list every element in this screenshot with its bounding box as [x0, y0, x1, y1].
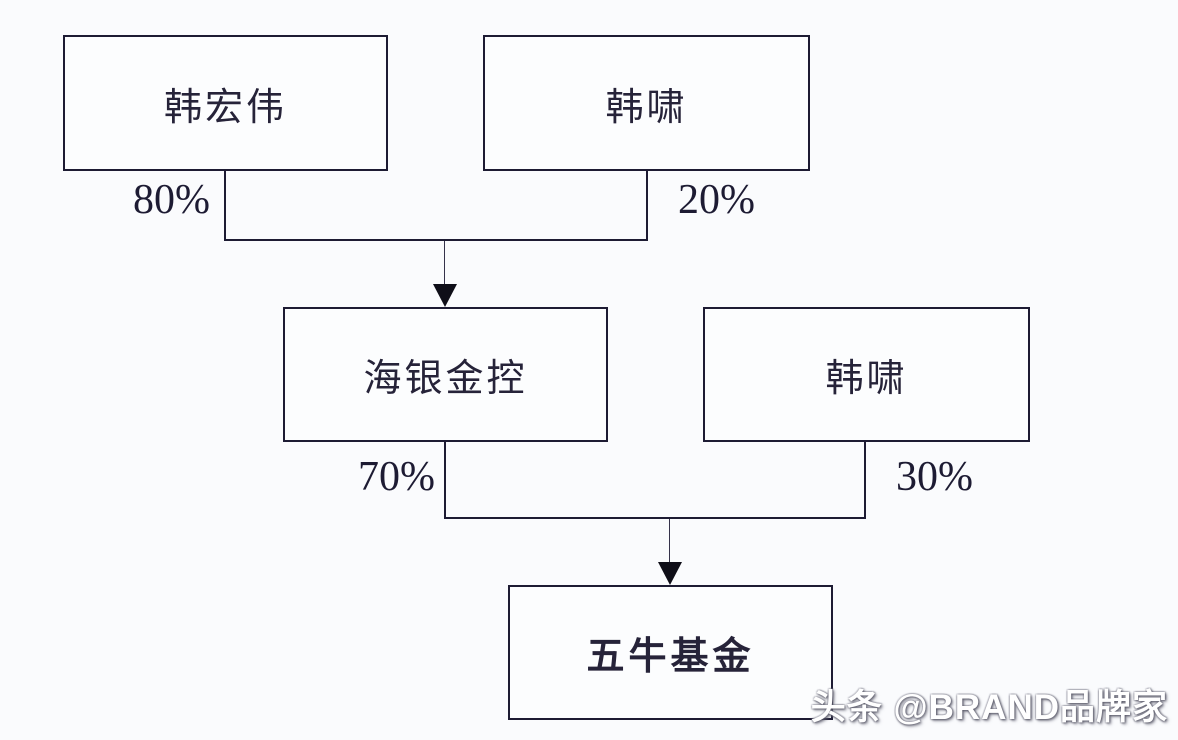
node-label: 韩啸 — [605, 86, 688, 129]
node-label: 五牛基金 — [586, 636, 755, 678]
connector-line-haiyin-down — [444, 442, 446, 519]
connector-line-merge-top — [224, 239, 648, 241]
ownership-label-70: 70% — [358, 454, 435, 500]
node-wuniu-fund: 五牛基金 — [508, 585, 833, 720]
node-han-xiao-mid: 韩啸 — [703, 307, 1030, 442]
node-han-hongwei: 韩宏伟 — [63, 35, 388, 171]
node-haiyin-jinkong: 海银金控 — [283, 307, 608, 442]
ownership-label-30: 30% — [896, 454, 973, 500]
connector-line-merge-bottom — [444, 517, 866, 519]
connector-line-han-xiao-mid-down — [864, 442, 866, 519]
ownership-label-80: 80% — [133, 177, 210, 223]
ownership-label-20: 20% — [678, 177, 755, 223]
node-label: 海银金控 — [363, 358, 528, 400]
connector-stem-to-wuniu — [669, 519, 670, 564]
connector-line-han-xiao-down — [646, 171, 648, 241]
node-label: 韩啸 — [825, 358, 908, 400]
connector-stem-to-haiyin — [444, 241, 445, 286]
node-han-xiao-top: 韩啸 — [483, 35, 810, 171]
toutiao-watermark: 头条 @BRAND品牌家 — [810, 688, 1168, 727]
connector-line-han-hongwei-down — [224, 171, 226, 241]
arrow-down-icon — [658, 562, 682, 585]
node-label: 韩宏伟 — [163, 86, 287, 129]
arrow-down-icon — [433, 284, 457, 307]
